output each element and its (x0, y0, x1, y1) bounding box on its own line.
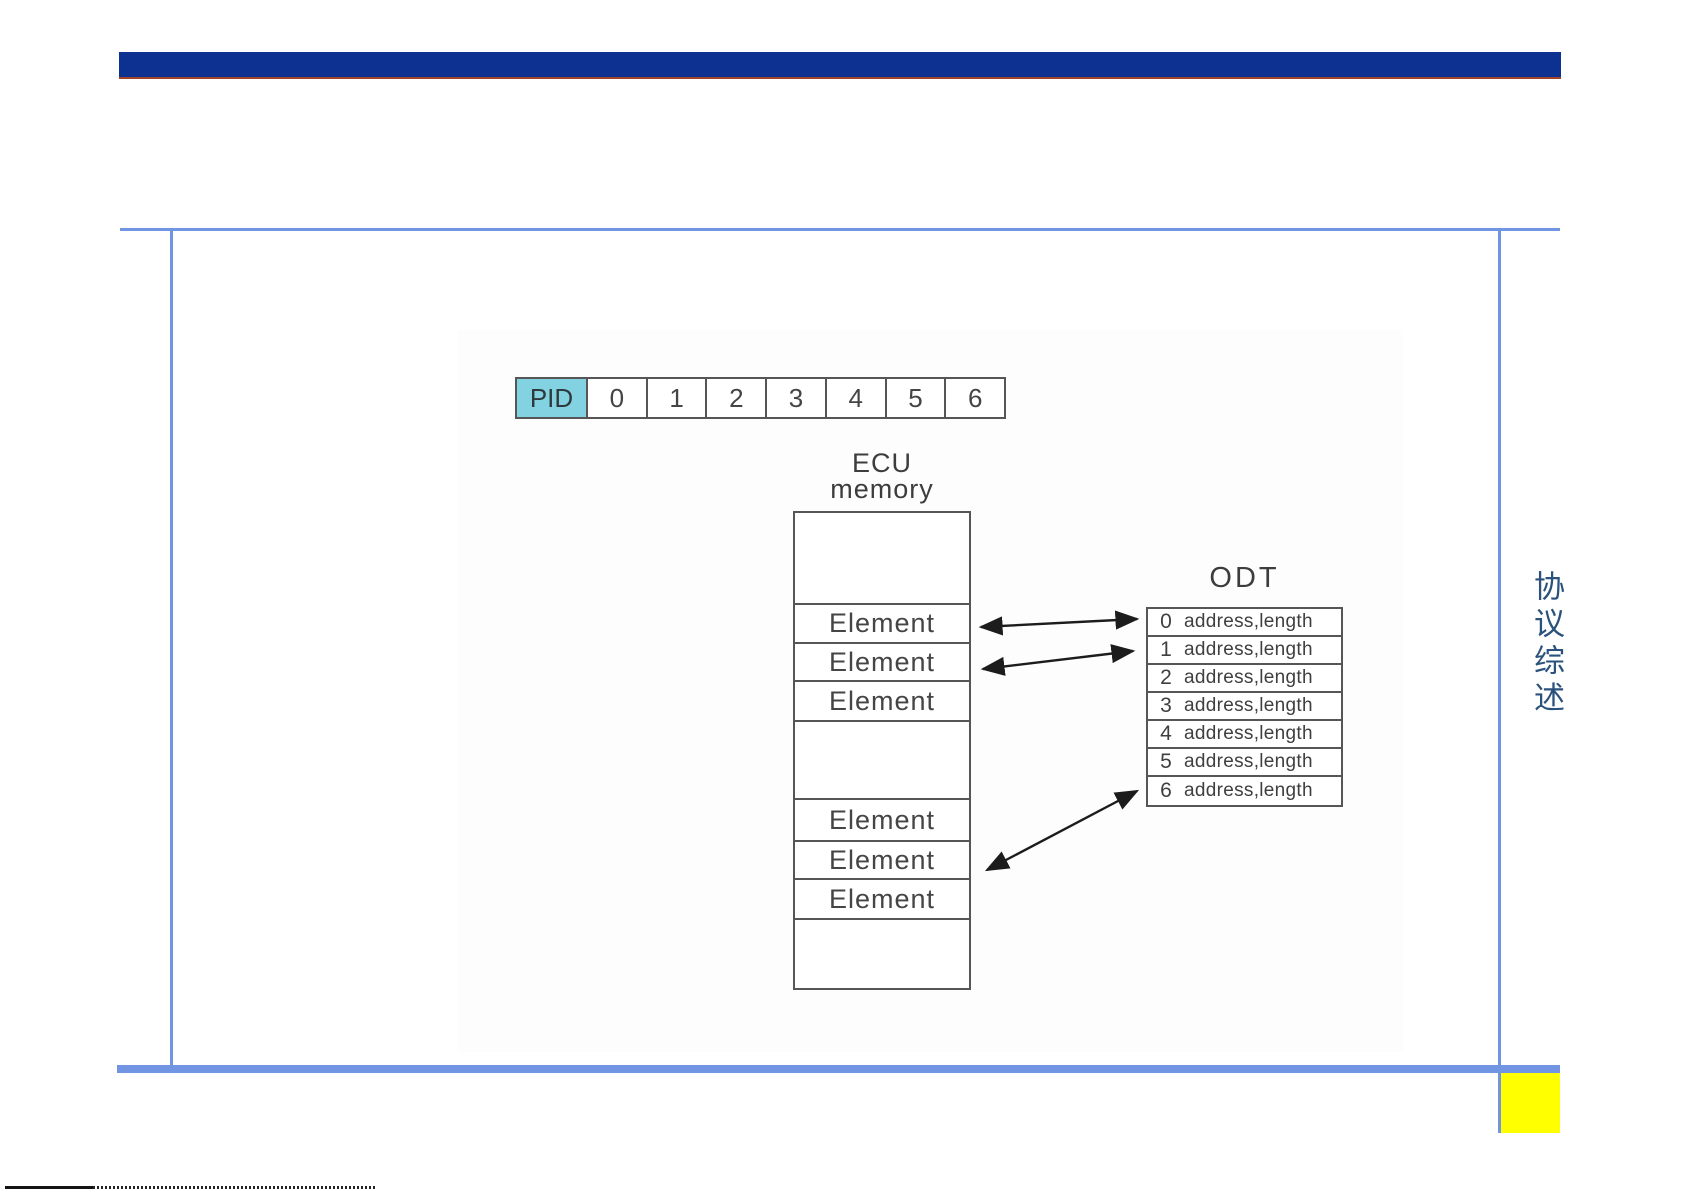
odt-label: ODT (1209, 562, 1280, 594)
memory-row-element: Element (795, 682, 969, 722)
memory-row-element: Element (795, 800, 969, 842)
ecu-memory-label-line1: ECU (851, 448, 912, 478)
content-frame-bottom-bar (117, 1065, 1560, 1073)
odt-row-value: address,length (1184, 695, 1313, 716)
odt-row-value: address,length (1184, 723, 1313, 744)
pid-cell-0: 0 (588, 379, 648, 417)
ecu-memory-column: Element Element Element Element Element … (793, 511, 971, 990)
odt-row-value: address,length (1184, 639, 1313, 660)
odt-row-index: 4 (1160, 722, 1172, 745)
title-bar-underline (119, 77, 1561, 79)
memory-row-blank (795, 920, 969, 988)
pid-strip: PID 0 1 2 3 4 5 6 (515, 377, 1006, 419)
pid-header-cell: PID (517, 379, 588, 417)
footer-line-solid (5, 1186, 93, 1189)
pid-cell-3: 3 (767, 379, 827, 417)
content-frame-top-line (120, 228, 1560, 231)
slide-title-bar (119, 52, 1561, 77)
memory-row-element: Element (795, 644, 969, 682)
odt-row-index: 0 (1160, 610, 1172, 633)
pid-cell-1: 1 (648, 379, 708, 417)
content-frame-left-line (170, 228, 173, 1066)
odt-row-index: 3 (1160, 694, 1172, 717)
odt-row: 2 address,length (1148, 665, 1341, 693)
odt-row-value: address,length (1184, 751, 1313, 772)
memory-row-element: Element (795, 605, 969, 644)
memory-row-element: Element (795, 880, 969, 920)
ecu-memory-label: ECU memory (793, 448, 971, 504)
pid-cell-2: 2 (707, 379, 768, 417)
pid-cell-6: 6 (967, 382, 983, 413)
odt-row: 0 address,length (1148, 609, 1341, 637)
odt-row: 1 address,length (1148, 637, 1341, 665)
odt-row: 3 address,length (1148, 693, 1341, 721)
section-vertical-label: 协议综述 (1528, 570, 1564, 718)
odt-row: 4 address,length (1148, 721, 1341, 749)
memory-row-blank (795, 513, 969, 605)
odt-row-index: 6 (1160, 779, 1172, 802)
odt-table: 0 address,length 1 address,length 2 addr… (1146, 607, 1343, 807)
odt-row-index: 5 (1160, 750, 1172, 773)
odt-row-index: 2 (1160, 666, 1172, 689)
pid-cell-5: 5 (887, 379, 947, 417)
footer-dotted-line (93, 1186, 375, 1189)
yellow-accent-square (1501, 1073, 1560, 1133)
content-frame-right-line (1498, 228, 1501, 1133)
odt-row: 6 address,length (1148, 777, 1341, 805)
odt-row-value: address,length (1184, 780, 1313, 801)
odt-row-value: address,length (1184, 611, 1313, 632)
odt-row-value: address,length (1184, 667, 1313, 688)
memory-row-blank (795, 722, 969, 800)
odt-row-index: 1 (1160, 638, 1172, 661)
memory-row-element: Element (795, 842, 969, 880)
pid-cell-4: 4 (827, 379, 887, 417)
odt-row: 5 address,length (1148, 749, 1341, 777)
ecu-memory-label-line2: memory (830, 474, 934, 504)
